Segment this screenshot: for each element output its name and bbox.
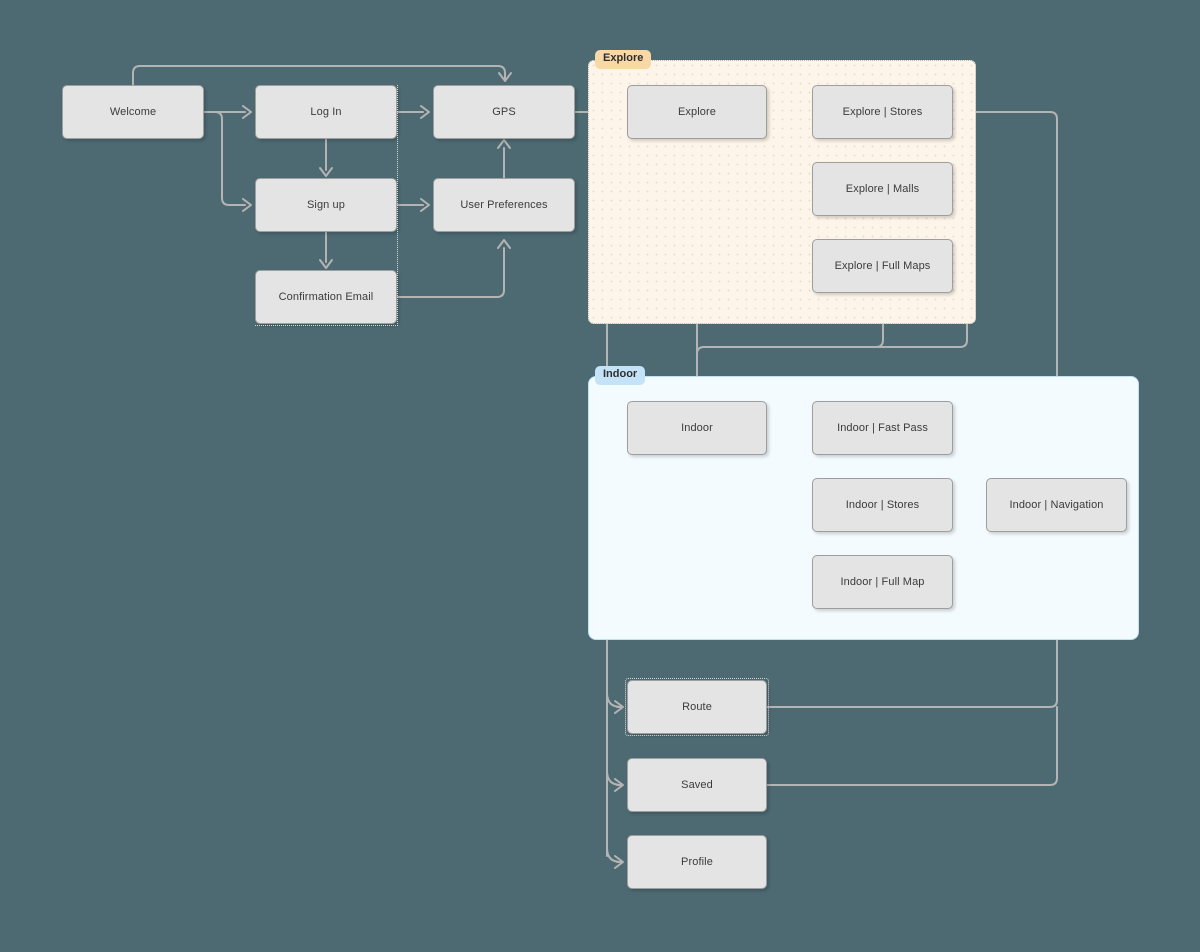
node-confirmation-email-label: Confirmation Email bbox=[278, 291, 374, 303]
arrow-gps-to-saved bbox=[614, 778, 624, 792]
node-saved-label: Saved bbox=[681, 779, 713, 791]
node-gps-label: GPS bbox=[492, 106, 516, 118]
arrow-welcome-to-signup bbox=[242, 198, 252, 212]
arrow-userprefs-to-gps bbox=[497, 139, 511, 149]
node-log-in[interactable]: Log In bbox=[255, 85, 397, 139]
arrow-login-to-gps bbox=[420, 105, 430, 119]
arrow-welcome-to-gps bbox=[498, 72, 512, 82]
arrow-login-to-signup bbox=[319, 167, 333, 177]
node-explore-full-maps-label: Explore | Full Maps bbox=[834, 260, 931, 272]
edge-welcome-to-signup bbox=[203, 111, 246, 206]
edge-gps-to-saved bbox=[606, 770, 622, 786]
arrow-welcome-to-login bbox=[242, 105, 252, 119]
node-indoor-fast-pass[interactable]: Indoor | Fast Pass bbox=[812, 401, 953, 455]
node-saved[interactable]: Saved bbox=[627, 758, 767, 812]
edge-saved-to-nav bbox=[766, 706, 1058, 786]
node-indoor-label: Indoor bbox=[681, 422, 713, 434]
node-indoor-navigation[interactable]: Indoor | Navigation bbox=[986, 478, 1127, 532]
arrow-signup-to-confirmemail bbox=[319, 259, 333, 269]
arrow-gps-to-profile bbox=[614, 855, 624, 869]
node-route[interactable]: Route bbox=[627, 680, 767, 734]
edge-gps-to-profile bbox=[606, 847, 622, 863]
group-indoor-label[interactable]: Indoor bbox=[595, 366, 646, 385]
node-user-preferences-label: User Preferences bbox=[460, 199, 548, 211]
arrow-signup-to-userprefs bbox=[420, 198, 430, 212]
node-indoor-fast-pass-label: Indoor | Fast Pass bbox=[837, 422, 928, 434]
node-welcome[interactable]: Welcome bbox=[62, 85, 204, 139]
arrow-confirmemail-to-userprefs bbox=[497, 239, 511, 249]
node-indoor-stores[interactable]: Indoor | Stores bbox=[812, 478, 953, 532]
node-explore-full-maps[interactable]: Explore | Full Maps bbox=[812, 239, 953, 293]
node-explore-stores[interactable]: Explore | Stores bbox=[812, 85, 953, 139]
node-sign-up[interactable]: Sign up bbox=[255, 178, 397, 232]
node-explore-malls-label: Explore | Malls bbox=[845, 183, 920, 195]
node-gps[interactable]: GPS bbox=[433, 85, 575, 139]
node-sign-up-label: Sign up bbox=[306, 199, 345, 211]
node-welcome-label: Welcome bbox=[109, 106, 157, 118]
node-confirmation-email[interactable]: Confirmation Email bbox=[255, 270, 397, 324]
edge-welcome-to-gps bbox=[132, 65, 506, 86]
edge-confirmemail-to-userprefs bbox=[396, 247, 505, 298]
node-indoor-full-map-label: Indoor | Full Map bbox=[840, 576, 925, 588]
arrow-gps-to-route bbox=[614, 700, 624, 714]
node-indoor-stores-label: Indoor | Stores bbox=[845, 499, 920, 511]
node-profile-label: Profile bbox=[681, 856, 713, 868]
node-profile[interactable]: Profile bbox=[627, 835, 767, 889]
node-explore[interactable]: Explore bbox=[627, 85, 767, 139]
node-indoor-navigation-label: Indoor | Navigation bbox=[1009, 499, 1104, 511]
node-route-label: Route bbox=[682, 701, 712, 713]
edge-gps-to-route bbox=[606, 692, 622, 708]
node-log-in-label: Log In bbox=[310, 106, 342, 118]
node-explore-malls[interactable]: Explore | Malls bbox=[812, 162, 953, 216]
group-explore-label[interactable]: Explore bbox=[595, 50, 652, 69]
node-indoor-full-map[interactable]: Indoor | Full Map bbox=[812, 555, 953, 609]
node-indoor[interactable]: Indoor bbox=[627, 401, 767, 455]
node-user-preferences[interactable]: User Preferences bbox=[433, 178, 575, 232]
node-explore-stores-label: Explore | Stores bbox=[842, 106, 923, 118]
node-explore-label: Explore bbox=[678, 106, 716, 118]
